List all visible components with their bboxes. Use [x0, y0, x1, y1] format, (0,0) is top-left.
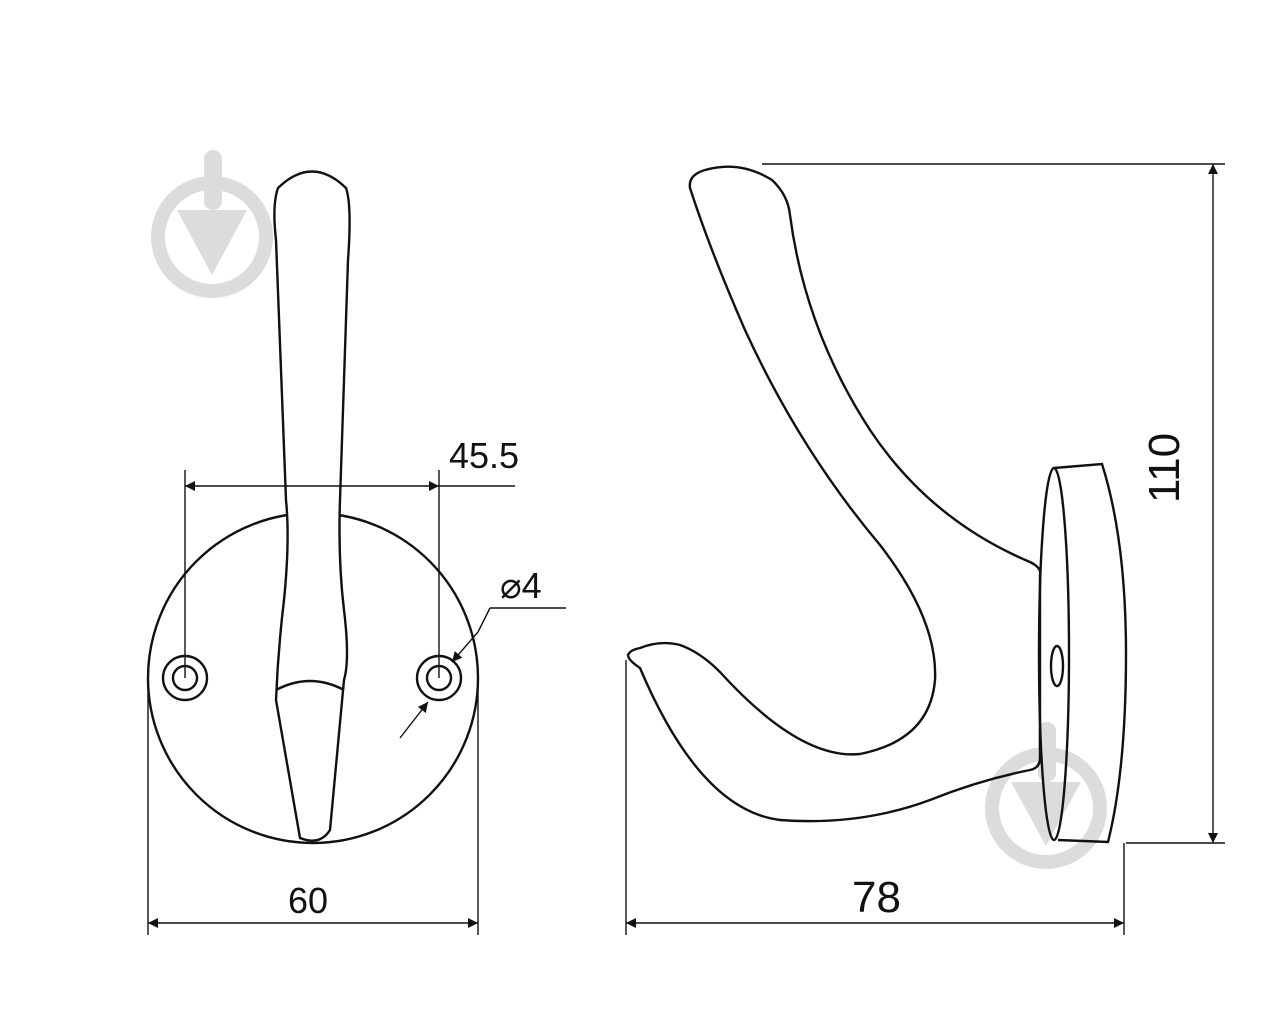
front-view: [146, 170, 480, 845]
front-dimensions: [147, 470, 566, 935]
hole-diameter-label: ⌀4: [500, 565, 542, 606]
hook-arm: [273, 170, 351, 842]
hook-profile: [626, 165, 1042, 823]
base-diameter-label: 60: [288, 880, 329, 921]
hook-tip: [275, 679, 345, 692]
side-dimensions: [625, 163, 1225, 935]
watermark-logo-icon: [151, 150, 273, 298]
depth-label: 78: [852, 873, 901, 922]
side-view: [626, 165, 1128, 844]
hole-spacing-label: 45.5: [449, 435, 520, 476]
height-label: 110: [1140, 432, 1190, 504]
